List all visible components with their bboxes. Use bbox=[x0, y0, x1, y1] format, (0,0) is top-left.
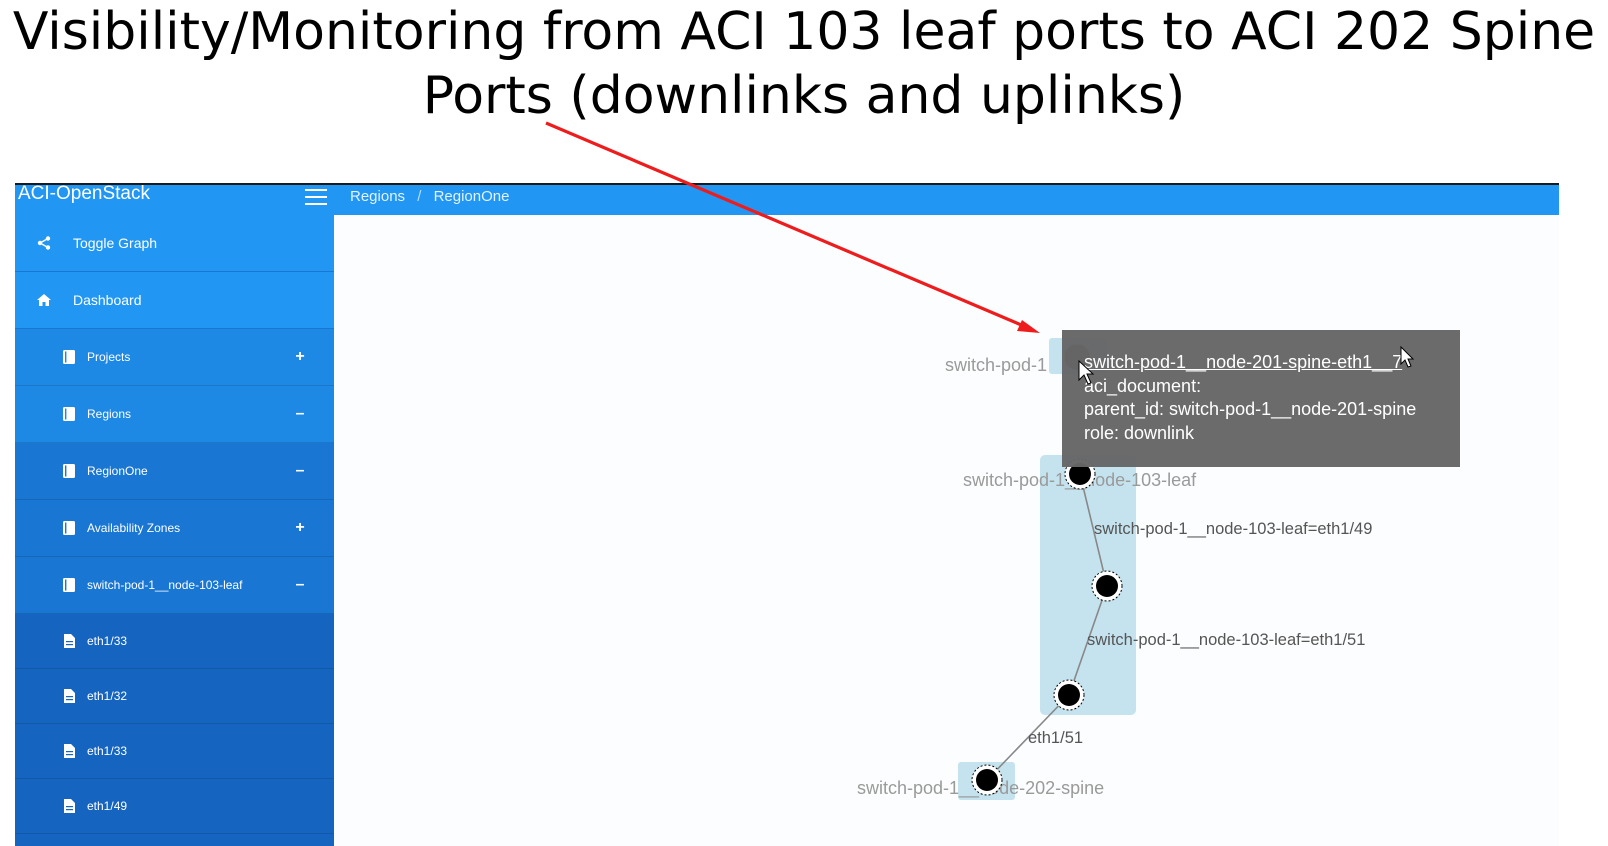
file-icon bbox=[62, 798, 76, 814]
collapse-icon[interactable]: – bbox=[295, 576, 305, 593]
sidebar-item-label: eth1/32 bbox=[87, 689, 128, 703]
slide-title-line-2: Ports (downlinks and uplinks) bbox=[422, 66, 1186, 126]
sidebar-item-label: RegionOne bbox=[87, 464, 148, 478]
sidebar-item-port[interactable]: eth1/49 bbox=[15, 779, 334, 834]
sidebar: Toggle Graph Dashboard Projects + Region… bbox=[15, 215, 334, 846]
book-icon bbox=[62, 349, 76, 365]
edge-label-3: eth1/51 bbox=[1028, 729, 1083, 747]
sidebar-item-label: Projects bbox=[87, 350, 131, 364]
edge-label-2: switch-pod-1__node-103-leaf=eth1/51 bbox=[1087, 631, 1365, 649]
sidebar-item-port[interactable]: eth1/32 bbox=[15, 669, 334, 724]
node-spine-bottom[interactable] bbox=[971, 764, 1003, 796]
sidebar-item-label: eth1/33 bbox=[87, 744, 128, 758]
book-icon bbox=[62, 463, 76, 479]
collapse-icon[interactable]: – bbox=[295, 462, 305, 479]
node-label-spine-top: switch-pod-1 bbox=[945, 355, 1047, 375]
tooltip-title[interactable]: switch-pod-1__node-201-spine-eth1__7 bbox=[1084, 352, 1403, 372]
file-icon bbox=[62, 743, 76, 759]
book-icon bbox=[62, 520, 76, 536]
menu-toggle-icon[interactable] bbox=[305, 189, 327, 207]
sidebar-item-label: switch-pod-1__node-103-leaf bbox=[87, 578, 243, 592]
sidebar-item-projects[interactable]: Projects + bbox=[15, 329, 334, 386]
app-brand[interactable]: ACI-OpenStack bbox=[18, 183, 150, 204]
home-icon bbox=[37, 292, 51, 308]
expand-icon[interactable]: + bbox=[295, 519, 305, 536]
sidebar-item-node-103-leaf[interactable]: switch-pod-1__node-103-leaf – bbox=[15, 557, 334, 614]
tooltip-line: role: downlink bbox=[1084, 422, 1195, 443]
file-icon bbox=[62, 633, 76, 649]
sidebar-item-label: Availability Zones bbox=[87, 521, 181, 535]
edge-1 bbox=[1079, 473, 1108, 587]
sidebar-item-label: eth1/49 bbox=[87, 799, 128, 813]
slide-title: Visibility/Monitoring from ACI 103 leaf … bbox=[0, 0, 1608, 128]
sidebar-item-regions[interactable]: Regions – bbox=[15, 386, 334, 443]
sidebar-item-dashboard[interactable]: Dashboard bbox=[15, 272, 334, 329]
tooltip-line: parent_id: switch-pod-1__node-201-spine bbox=[1084, 399, 1417, 419]
sidebar-item-label: Dashboard bbox=[73, 292, 142, 308]
book-icon bbox=[62, 577, 76, 593]
breadcrumb: Regions / RegionOne bbox=[350, 188, 509, 205]
node-leaf-eth1-51[interactable] bbox=[1053, 679, 1085, 711]
edge-label-1: switch-pod-1__node-103-leaf=eth1/49 bbox=[1094, 520, 1372, 538]
breadcrumb-regions[interactable]: Regions bbox=[350, 188, 406, 205]
breadcrumb-regionone[interactable]: RegionOne bbox=[433, 188, 510, 205]
sidebar-item-availability-zones[interactable]: Availability Zones + bbox=[15, 500, 334, 557]
share-icon bbox=[37, 235, 51, 251]
node-tooltip: switch-pod-1__node-201-spine-eth1__7 aci… bbox=[1062, 330, 1460, 467]
sidebar-item-port[interactable]: eth1/33 bbox=[15, 614, 334, 669]
slide-title-line-1: Visibility/Monitoring from ACI 103 leaf … bbox=[12, 2, 1596, 62]
tooltip-line: aci_document: bbox=[1084, 375, 1202, 396]
sidebar-item-label: eth1/33 bbox=[87, 634, 128, 648]
sidebar-item-port[interactable]: eth1/33 bbox=[15, 724, 334, 779]
edge-2 bbox=[1068, 585, 1108, 696]
sidebar-item-toggle-graph[interactable]: Toggle Graph bbox=[15, 215, 334, 272]
file-icon bbox=[62, 688, 76, 704]
collapse-icon[interactable]: – bbox=[295, 405, 305, 422]
edge-3 bbox=[986, 694, 1070, 781]
breadcrumb-separator: / bbox=[417, 188, 422, 205]
expand-icon[interactable]: + bbox=[295, 348, 305, 365]
node-leaf-mid[interactable] bbox=[1091, 570, 1123, 602]
sidebar-item-label: Toggle Graph bbox=[73, 235, 158, 251]
sidebar-item-regionone[interactable]: RegionOne – bbox=[15, 443, 334, 500]
book-icon bbox=[62, 406, 76, 422]
leaf-group bbox=[1040, 455, 1136, 715]
sidebar-item-label: Regions bbox=[87, 407, 132, 421]
